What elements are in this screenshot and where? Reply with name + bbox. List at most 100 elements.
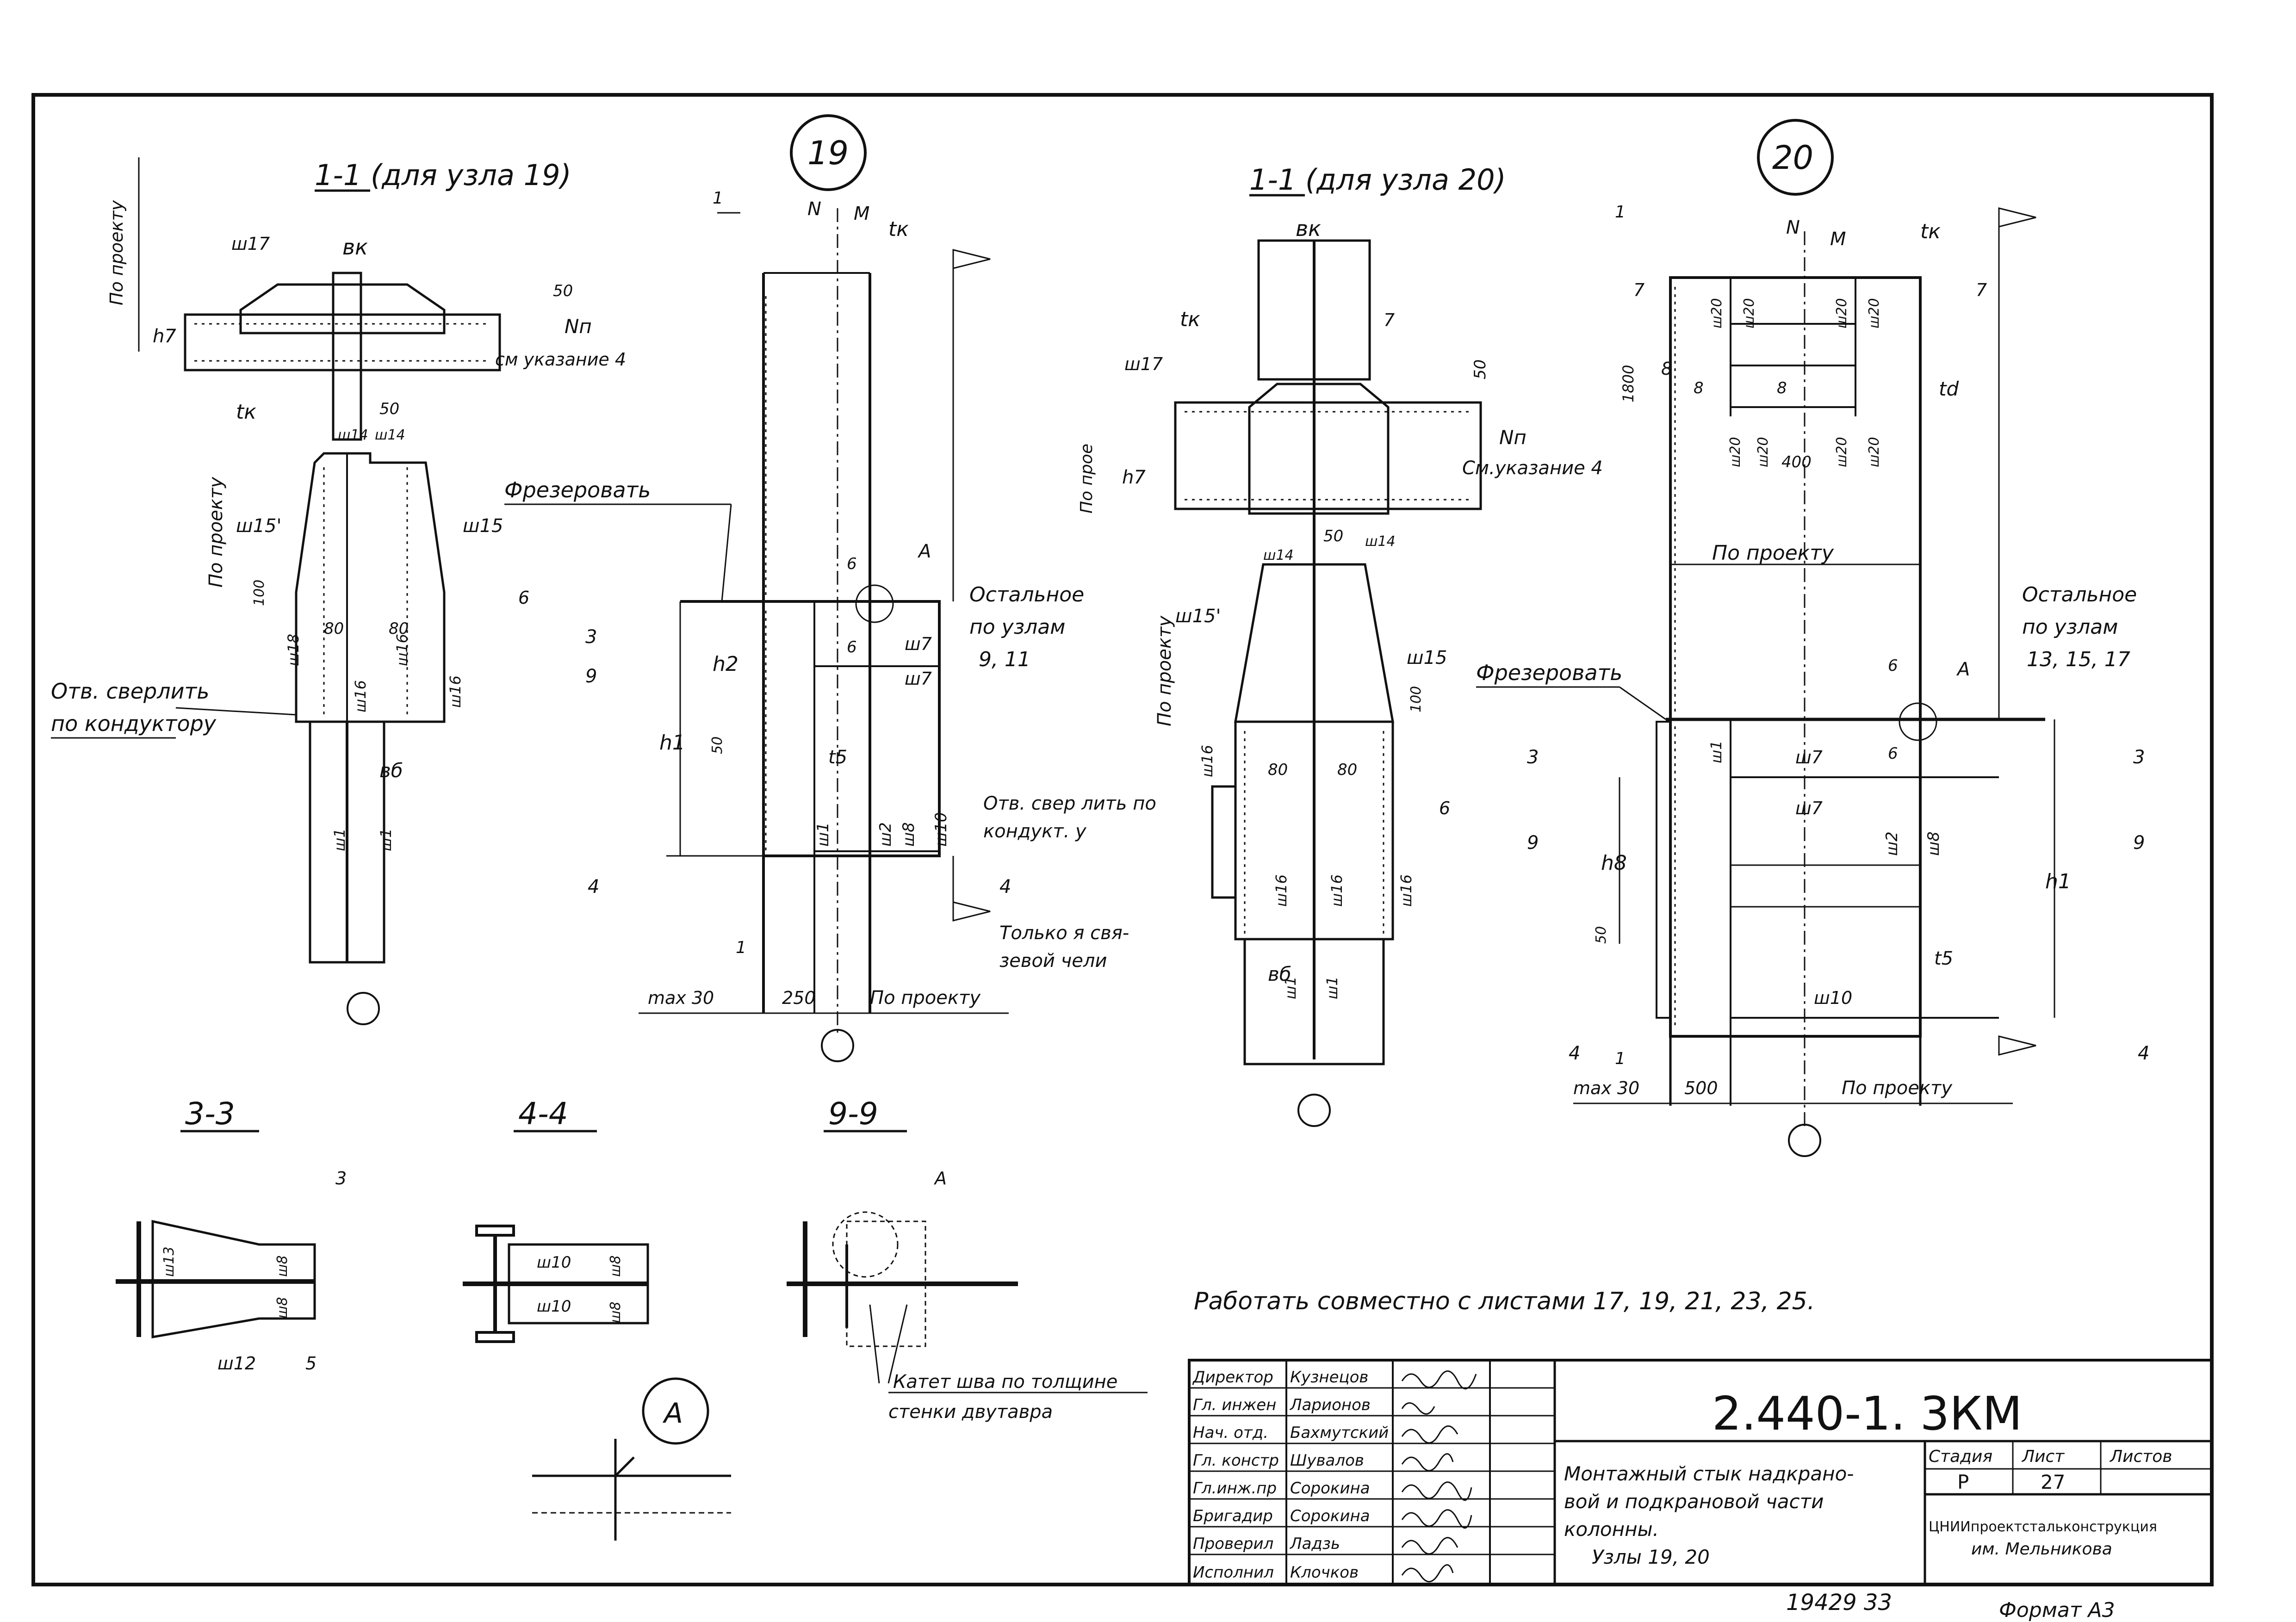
org-line2: им. Мельникова <box>1971 1540 2112 1559</box>
ostalnoe-19-line2: по узлам <box>969 615 1065 639</box>
section-9-9-title: 9-9 <box>828 1096 878 1132</box>
sheets-header: Листов <box>2109 1447 2172 1466</box>
w15-label-1: ш15 <box>463 515 503 537</box>
description-line2: вой и подкрановой части <box>1564 1490 1824 1513</box>
w16-label-2: ш16 <box>352 680 369 712</box>
bb-label-2: вб <box>1268 963 1291 985</box>
w20-label-3: ш20 <box>1834 298 1850 328</box>
section-mark-6-top: 6 <box>847 555 857 573</box>
w16-label-7: ш16 <box>1397 874 1415 907</box>
section-mark-9-left-20: 9 <box>1527 832 1539 854</box>
w18-label-1: ш18 <box>285 634 302 666</box>
title-block: Директор Кузнецов Гл. инжен Ларионов Нач… <box>1188 1359 2213 1586</box>
m6-label-2: 6 <box>1439 798 1450 818</box>
w20-label-6: ш20 <box>1755 437 1771 467</box>
w16-label-1: ш16 <box>393 634 411 666</box>
section-mark-1-top-20: 1 <box>1615 203 1626 222</box>
section-mark-3-left-20: 3 <box>1527 747 1539 768</box>
section-4-4-title: 4-4 <box>518 1096 568 1132</box>
td-label: td <box>1939 378 1959 400</box>
w10-label-2: ш10 <box>1814 988 1852 1008</box>
w10-label-3: ш10 <box>537 1253 571 1272</box>
ostalnoe-19-line3: 9, 11 <box>979 648 1030 671</box>
section-4-4: 4-4 ш10 ш10 ш8 ш8 <box>463 1096 649 1343</box>
h7-label-1: h7 <box>153 326 176 347</box>
ostalnoe-20-line3: 13, 15, 17 <box>2027 648 2130 671</box>
d50-label-6: 50 <box>1593 926 1609 944</box>
w7-label-1: ш7 <box>905 634 932 654</box>
tk-label-2: tк <box>888 217 909 241</box>
w20-label-5: ш20 <box>1727 437 1744 467</box>
node19-number: 19 <box>807 134 849 172</box>
w10-label-4: ш10 <box>537 1297 571 1316</box>
m8-label-3: 8 <box>1777 379 1787 397</box>
name-3: Шувалов <box>1290 1451 1364 1470</box>
po-proektu-label-3: По проекту <box>870 987 981 1009</box>
role-1: Гл. инжен <box>1193 1396 1276 1414</box>
otv-sverlit-label-2: по кондуктору <box>51 711 217 736</box>
section-3-3-title: 3-3 <box>185 1096 235 1132</box>
d50-label-1: 50 <box>553 282 573 300</box>
ostalnoe-20-line1: Остальное <box>2022 583 2137 607</box>
w17-label-2: ш17 <box>1124 354 1163 374</box>
d100-label-2: 100 <box>1408 686 1424 712</box>
d80-label-1: 80 <box>324 619 344 638</box>
section-mark-4-right: 4 <box>999 876 1011 898</box>
po-proektu-label-6: По проекту <box>1842 1077 1953 1099</box>
a-mark-1: A <box>917 541 931 562</box>
d50-label-4: 50 <box>1471 359 1489 379</box>
section-mark-9-left: 9 <box>585 666 597 687</box>
h1-label-2: h1 <box>2045 870 2071 893</box>
w8-label-2: ш8 <box>1924 831 1943 856</box>
w7-label-3: ш7 <box>1795 747 1823 768</box>
signatures <box>1401 1370 1477 1583</box>
w16-label-5: ш16 <box>1272 874 1290 907</box>
section-mark-1-bot-20: 1 <box>1615 1049 1626 1068</box>
section-mark-4-right-20: 4 <box>2138 1043 2149 1064</box>
section-mark-3-right-20: 3 <box>2133 747 2145 768</box>
description-line1: Монтажный стык надкрано- <box>1564 1462 1854 1485</box>
section-mark-7-left: 7 <box>1633 280 1644 300</box>
w16-label-4: ш16 <box>1198 745 1216 777</box>
m3-label-small: 3 <box>335 1168 347 1189</box>
description-line3: колонны. <box>1564 1518 1659 1541</box>
role-5: Бригадир <box>1193 1507 1273 1525</box>
d80-label-4: 80 <box>1337 761 1357 779</box>
role-2: Нач. отд. <box>1193 1424 1268 1442</box>
otv-sver-label-1: Отв. свер лить по <box>983 793 1156 814</box>
w1-label-3: ш1 <box>814 822 832 847</box>
d80-label-3: 80 <box>1268 761 1288 779</box>
role-0: Директор <box>1192 1368 1273 1387</box>
w14-label-2: ш14 <box>375 427 405 443</box>
d50-label-2: 50 <box>379 400 399 418</box>
weld-note: Катет шва по толщине стенки двутавра <box>888 1371 1148 1423</box>
doc-number: 2.440-1. 3КМ <box>1712 1387 2022 1441</box>
inventory-number: 19429 33 <box>1786 1590 1892 1616</box>
d400-label: 400 <box>1781 453 1812 471</box>
a-mark-3: A <box>933 1168 947 1189</box>
w1-label-5: ш1 <box>1323 976 1341 999</box>
po-proektu-label-2: По проекту <box>205 477 227 588</box>
node20-elevation: 20 1 N M tк 7 7 ш20 ш20 ш20 ш20 8 1800 8… <box>1527 119 2149 1157</box>
w15p-label-2: ш15' <box>1175 606 1221 627</box>
w14-label-1: ш14 <box>338 427 368 443</box>
h2-label-1: h2 <box>713 652 738 676</box>
w8-label-6: ш8 <box>608 1301 624 1323</box>
section-mark-1-top: 1 <box>713 189 723 208</box>
m-label-1: M <box>854 203 870 224</box>
nn-label-2: Nп <box>1499 426 1527 449</box>
w20-label-7: ш20 <box>1834 437 1850 467</box>
w10-label-1: ш10 <box>932 812 950 847</box>
name-6: Ладзь <box>1289 1535 1340 1553</box>
d1800-label: 1800 <box>1620 365 1637 402</box>
ostalnoe-20-line2: по узлам <box>2022 615 2118 639</box>
role-7: Исполнил <box>1193 1563 1274 1582</box>
m6-label-1: 6 <box>518 588 529 608</box>
w1-label-2: ш1 <box>377 828 395 851</box>
nn-label-1: Nп <box>565 315 592 338</box>
w14-label-3: ш14 <box>1263 547 1294 563</box>
section-mark-3-left: 3 <box>585 626 597 648</box>
stage-value: Р <box>1957 1471 1969 1493</box>
bb-label-1: вб <box>379 759 403 782</box>
